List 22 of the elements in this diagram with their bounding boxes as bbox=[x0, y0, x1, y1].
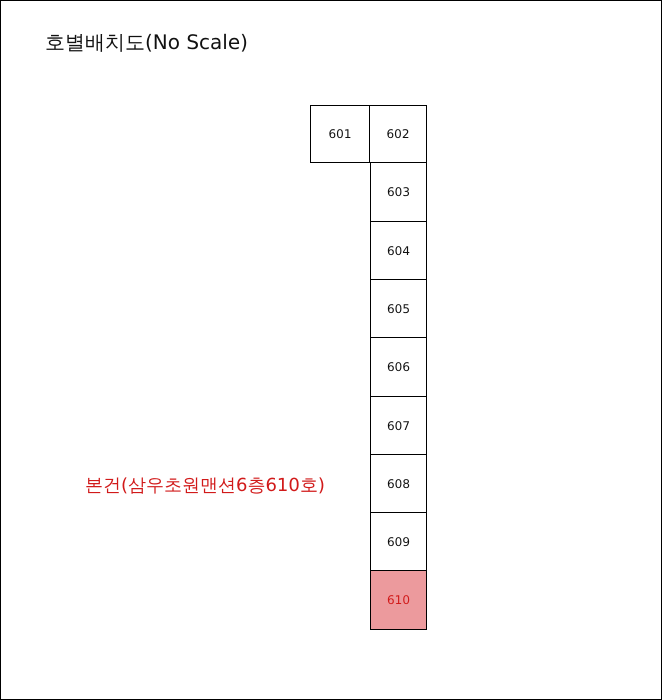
unit-box bbox=[370, 396, 427, 455]
unit-number: 601 bbox=[328, 127, 352, 141]
unit-number: 609 bbox=[387, 534, 410, 548]
highlighted-unit-box bbox=[370, 570, 427, 630]
unit-box bbox=[369, 105, 427, 163]
unit-box bbox=[370, 162, 427, 222]
unit-number: 608 bbox=[387, 476, 410, 490]
subject-unit-note: 본건(삼우초원맨션6층610호) bbox=[85, 474, 325, 497]
unit-box bbox=[370, 337, 427, 397]
unit-number: 607 bbox=[387, 418, 410, 432]
unit-box bbox=[370, 454, 427, 513]
unit-number: 603 bbox=[387, 185, 410, 199]
plan-title: 호별배치도(No Scale) bbox=[45, 29, 248, 56]
unit-box bbox=[310, 105, 370, 163]
unit-number: 604 bbox=[387, 244, 410, 258]
unit-number: 605 bbox=[387, 302, 410, 316]
unit-number: 602 bbox=[386, 127, 410, 141]
unit-box bbox=[370, 221, 427, 280]
unit-number: 610 bbox=[387, 593, 410, 607]
unit-box bbox=[370, 512, 427, 571]
unit-number: 606 bbox=[387, 360, 410, 374]
unit-box bbox=[370, 279, 427, 338]
